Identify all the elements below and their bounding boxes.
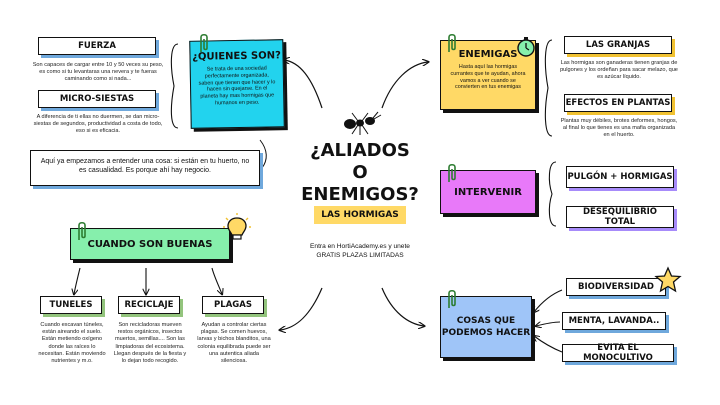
main-title-line2: ENEMIGOS?: [301, 184, 419, 205]
buenas-title: CUANDO SON BUENAS: [87, 238, 213, 250]
cosas-title-line1: COSAS QUE: [456, 316, 516, 326]
granjas-description: Las hormigas son ganaderas tienen granja…: [560, 60, 678, 81]
cosas-item-2-text: MENTA, LAVANDA..: [568, 316, 660, 326]
cosas-title: COSAS QUE PODEMOS HACER: [442, 315, 530, 339]
tuneles-title: TUNELES: [49, 300, 93, 310]
fuerza-description: Son capaces de cargar entre 10 y 50 vece…: [32, 62, 164, 83]
micro-siestas-label: MICRO-SIESTAS: [38, 90, 156, 108]
cosas-item-3: EVITA EL MONOCULTIVO: [562, 343, 674, 363]
efectos-title: EFECTOS EN PLANTAS: [565, 98, 671, 108]
intervenir-item-1-text: PULGÓN + HORMIGAS: [567, 172, 673, 182]
granjas-label: LAS GRANJAS: [564, 36, 672, 54]
fuerza-label: FUERZA: [38, 37, 156, 55]
reciclaje-title: RECICLAJE: [124, 300, 174, 310]
topic-tag: LAS HORMIGAS: [314, 206, 406, 224]
efectos-description: Plantas muy débiles, brotes deformes, ho…: [560, 118, 678, 139]
intervenir-item-1: PULGÓN + HORMIGAS: [566, 166, 674, 188]
star-icon: [654, 266, 682, 293]
intro-box: Aquí ya empezamos a entender una cosa: s…: [30, 150, 260, 186]
paperclip-icon: [448, 163, 456, 182]
efectos-label: EFECTOS EN PLANTAS: [564, 94, 672, 112]
cta-text: Entra en HortiAcademy.es y unete GRATIS …: [280, 242, 440, 260]
intro-text: Aquí ya empezamos a entender una cosa: s…: [40, 158, 250, 174]
intervenir-item-2-text: DESEQUILIBRIO TOTAL: [582, 207, 658, 227]
cta-line2: GRATIS PLAZAS LIMITADAS: [316, 252, 404, 259]
quienes-son-description: Se trata de una sociedad perfectamente o…: [198, 65, 276, 107]
micro-siestas-description: A diferencia de ti ellas no duermen, se …: [33, 114, 163, 135]
paperclip-icon: [448, 33, 456, 52]
cosas-item-1: BIODIVERSIDAD: [566, 278, 666, 296]
paperclip-icon: [448, 289, 456, 308]
fuerza-title: FUERZA: [78, 41, 116, 51]
stopwatch-icon: [517, 37, 535, 57]
intervenir-title: INTERVENIR: [454, 186, 522, 198]
main-title: ¿ALIADOS O ENEMIGOS?: [300, 140, 420, 206]
paperclip-icon: [78, 221, 86, 240]
micro-siestas-title: MICRO-SIESTAS: [59, 94, 135, 104]
plagas-description: Ayudan a controlar ciertas plagas. Se co…: [197, 322, 271, 365]
tuneles-label: TUNELES: [40, 296, 102, 314]
reciclaje-description: Son recicladoras mueven restos orgánicos…: [113, 322, 187, 365]
enemigas-title: ENEMIGAS: [458, 49, 518, 60]
cta-line1: Entra en HortiAcademy.es y unete: [310, 243, 410, 250]
cosas-item-2: MENTA, LAVANDA..: [562, 312, 666, 330]
plagas-label: PLAGAS: [202, 296, 264, 314]
ant-icon: [344, 111, 382, 135]
granjas-title: LAS GRANJAS: [585, 40, 651, 50]
enemigas-description: Hasta aquí las hormigas currantes que te…: [450, 64, 526, 91]
plagas-title: PLAGAS: [214, 300, 252, 310]
buenas-note: CUANDO SON BUENAS: [70, 228, 230, 260]
reciclaje-label: RECICLAJE: [118, 296, 180, 314]
cosas-note: COSAS QUE PODEMOS HACER: [440, 296, 532, 358]
cosas-item-1-text: BIODIVERSIDAD: [578, 282, 654, 292]
lightbulb-icon: [223, 213, 251, 240]
paperclip-icon: [200, 33, 208, 52]
main-title-line1: ¿ALIADOS O: [310, 140, 410, 183]
intervenir-note: INTERVENIR: [440, 170, 536, 214]
cosas-title-line2: PODEMOS HACER: [441, 328, 531, 338]
intervenir-item-2: DESEQUILIBRIO TOTAL: [566, 206, 674, 228]
tuneles-description: Cuando excavan túneles, están aireando e…: [38, 322, 106, 365]
cosas-item-3-text: EVITA EL MONOCULTIVO: [583, 343, 653, 363]
